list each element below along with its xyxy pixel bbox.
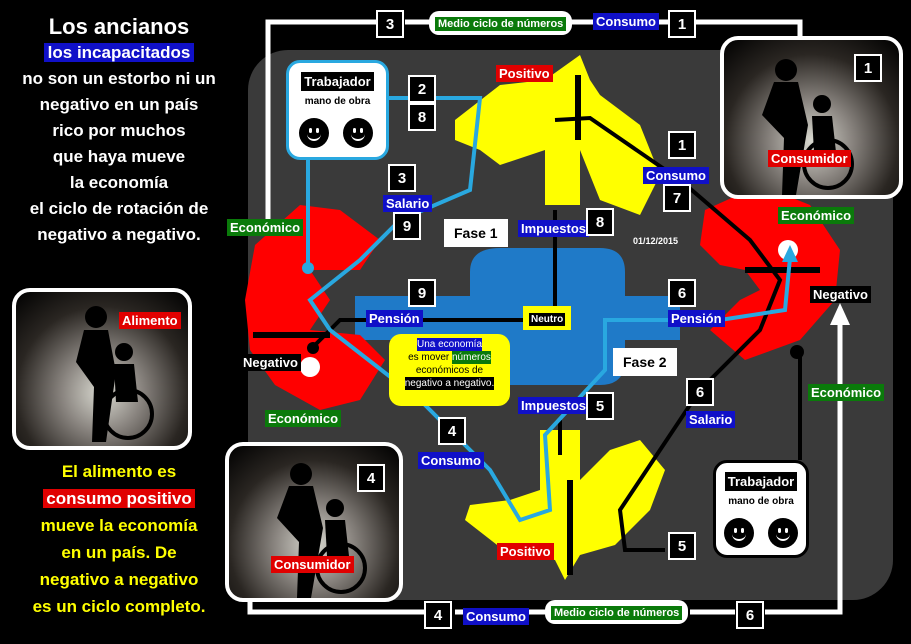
label-impuestos: Impuestos xyxy=(518,397,590,414)
step-number: 1 xyxy=(668,10,696,38)
bottom-line: mueve la economía xyxy=(40,516,198,535)
label-economico: Económico xyxy=(778,207,855,224)
bottom-highlight: consumo positivo xyxy=(43,489,195,508)
photo-number: 4 xyxy=(357,464,385,492)
narrative-line: la economía xyxy=(69,173,169,192)
neutral-label: Neutro xyxy=(523,306,572,330)
label-salario: Salario xyxy=(383,195,433,212)
phase-2-label: Fase 2 xyxy=(613,348,677,376)
smiley-face-icon xyxy=(768,518,798,548)
date-text: 01/12/2015 xyxy=(633,236,679,246)
photo-label-consumidor: Consumidor xyxy=(768,150,851,167)
worker-box-bottom: Trabajador mano de obra xyxy=(713,460,809,558)
half-cycle-bottom: Medio ciclo de números xyxy=(545,600,689,624)
label-negativo: Negativo xyxy=(810,286,871,303)
step-number: 3 xyxy=(388,164,416,192)
half-cycle-label: Medio ciclo de números xyxy=(551,606,683,620)
half-cycle-label: Medio ciclo de números xyxy=(435,17,567,31)
step-number: 1 xyxy=(668,131,696,159)
step-number: 8 xyxy=(586,208,614,236)
step-number: 6 xyxy=(668,279,696,307)
neutral-text: Neutro xyxy=(529,313,566,326)
label-economico: Económico xyxy=(265,410,342,427)
title-text: Los ancianos xyxy=(48,14,190,39)
bottom-line: negativo a negativo xyxy=(39,570,199,589)
step-number: 6 xyxy=(736,601,764,629)
left-narrative: Los ancianos los incapacitados no son un… xyxy=(8,14,230,248)
smiley-face-icon xyxy=(343,118,373,148)
step-number: 5 xyxy=(586,392,614,420)
label-salario: Salario xyxy=(686,411,736,428)
label-positivo: Positivo xyxy=(497,543,554,560)
label-negativo: Negativo xyxy=(240,354,301,371)
step-number: 9 xyxy=(393,212,421,240)
eco-line: económicos de xyxy=(415,365,484,376)
half-cycle-top: Medio ciclo de números xyxy=(429,11,573,35)
narrative-line: el ciclo de rotación de xyxy=(29,199,209,218)
step-number: 9 xyxy=(408,279,436,307)
step-number: 6 xyxy=(686,378,714,406)
photo-elder-left: Alimento xyxy=(12,288,192,450)
narrative-line: negativo a negativo. xyxy=(37,225,201,244)
label-consumo: Consumo xyxy=(643,167,709,184)
worker-title: Trabajador xyxy=(724,472,798,491)
narrative-line: que haya mueve xyxy=(52,147,186,166)
photo-elder-bottom: 4 Consumidor xyxy=(225,442,403,602)
worker-title: Trabajador xyxy=(301,72,374,91)
step-number: 7 xyxy=(663,184,691,212)
bottom-line: es un ciclo completo. xyxy=(32,597,206,616)
photo-elder-top-right: 1 Consumidor xyxy=(720,36,903,199)
worker-subtitle: mano de obra xyxy=(728,496,794,507)
smiley-face-icon xyxy=(724,518,754,548)
worker-box-top: Trabajador mano de obra xyxy=(286,60,389,160)
eco-line: Una economía xyxy=(416,338,483,351)
label-consumo: Consumo xyxy=(418,452,484,469)
eco-line: números xyxy=(452,351,491,364)
economy-definition-box: Una economía es mover números económicos… xyxy=(389,334,510,406)
highlight-text: los incapacitados xyxy=(43,43,195,62)
bottom-line: en un país. De xyxy=(61,543,177,562)
step-number: 3 xyxy=(376,10,404,38)
bottom-narrative: El alimento es consumo positivo mueve la… xyxy=(8,458,230,620)
photo-label-consumidor: Consumidor xyxy=(271,556,354,573)
narrative-line: negativo en un país xyxy=(39,95,199,114)
photo-number: 1 xyxy=(854,54,882,82)
step-number: 5 xyxy=(668,532,696,560)
worker-subtitle: mano de obra xyxy=(304,96,371,107)
smiley-face-icon xyxy=(299,118,329,148)
narrative-line: rico por muchos xyxy=(52,121,186,140)
eco-line: negativo a negativo. xyxy=(404,377,495,390)
bottom-line: El alimento es xyxy=(61,462,177,481)
step-number: 4 xyxy=(438,417,466,445)
elder-silhouette-icon xyxy=(76,306,154,442)
label-economico: Económico xyxy=(227,219,304,236)
label-pension: Pensión xyxy=(366,310,423,327)
label-consumo: Consumo xyxy=(463,608,529,625)
step-number: 8 xyxy=(408,103,436,131)
step-number: 4 xyxy=(424,601,452,629)
step-number: 2 xyxy=(408,75,436,103)
label-positivo: Positivo xyxy=(496,65,553,82)
photo-label-alimento: Alimento xyxy=(119,312,181,329)
narrative-line: no son un estorbo ni un xyxy=(22,69,216,88)
label-economico: Económico xyxy=(808,384,885,401)
label-impuestos: Impuestos xyxy=(518,220,590,237)
label-consumo: Consumo xyxy=(593,13,659,30)
phase-1-label: Fase 1 xyxy=(444,219,508,247)
label-pension: Pensión xyxy=(668,310,725,327)
eco-line: es mover xyxy=(408,352,450,363)
